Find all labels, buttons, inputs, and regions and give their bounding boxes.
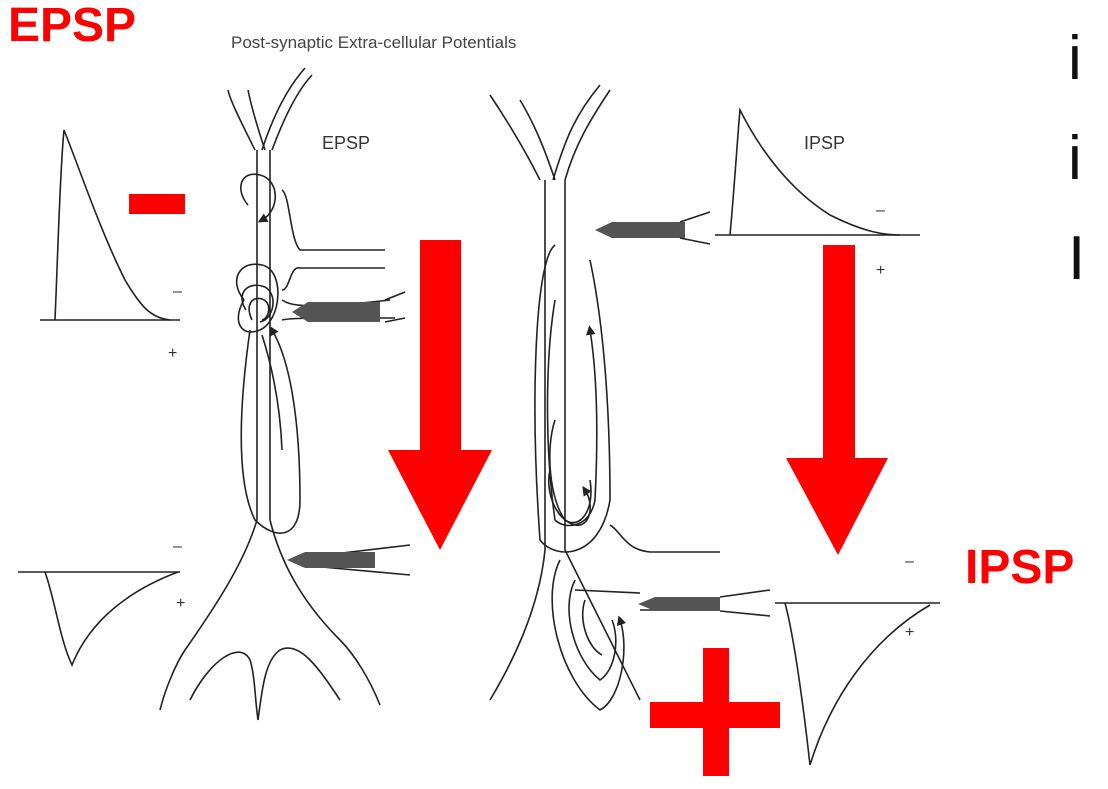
red-plus-sign [650,648,780,776]
grey-arrow-ipsp-top [595,222,685,238]
ipsp-waveform-top [715,110,920,235]
grey-arrow-ipsp-bottom [638,597,720,611]
ipsp-waveform-bottom [775,603,940,765]
epsp-waveform-bottom [18,572,180,665]
red-minus-sign [129,194,185,214]
ipsp-neuron [490,85,720,710]
epsp-waveform-top [40,130,180,320]
grey-arrow-epsp-bottom [287,552,375,568]
epsp-neuron [160,68,410,720]
red-down-arrow-left [388,240,492,550]
grey-arrow-epsp-top [292,302,380,322]
red-down-arrow-right [786,245,888,555]
